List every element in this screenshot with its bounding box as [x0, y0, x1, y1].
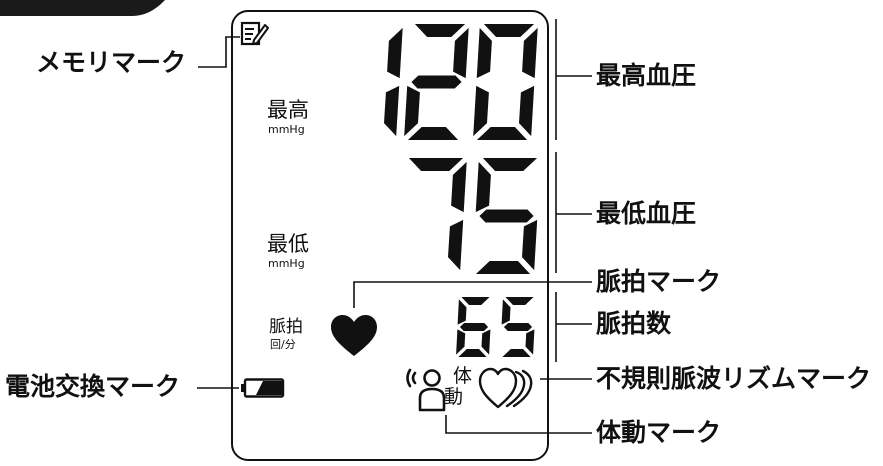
callout-battery-mark: 電池交換マーク	[5, 372, 181, 401]
corner-tab	[0, 0, 165, 16]
systolic-digit-2-segment-d	[407, 127, 459, 140]
systolic-digit-2-segment-e	[404, 85, 420, 137]
callout-body-motion-mark: 体動マーク	[596, 418, 722, 447]
callout-pulse-count: 脈拍数	[596, 309, 672, 338]
pulse-digit-1	[456, 297, 491, 357]
systolic-label: 最高	[267, 98, 309, 122]
pulse-digit-1-segment-f	[457, 299, 467, 325]
diastolic-digit-2-segment-a	[482, 158, 538, 171]
callout-memory-mark: メモリマーク	[36, 48, 187, 77]
systolic-digit-3-segment-c	[519, 85, 535, 137]
systolic-digit-3-segment-e	[473, 85, 489, 137]
pulse-label: 脈拍	[269, 317, 303, 337]
diastolic-digit-2-segment-g	[479, 209, 534, 223]
pulse-digit-1-segment-c	[481, 329, 491, 355]
diastolic-digit-2	[475, 158, 538, 274]
callout-systolic-bp: 最高血圧	[596, 61, 697, 90]
diastolic-digit-2-segment-d	[475, 261, 531, 274]
callout-pulse-mark: 脈拍マーク	[596, 267, 722, 296]
pulse-digit-2-segment-f	[501, 299, 511, 325]
leader-diastolic	[555, 152, 592, 273]
leader-pulse-count	[555, 292, 592, 362]
systolic-digit-3	[473, 24, 538, 140]
systolic-digit-3-segment-d	[476, 127, 528, 140]
systolic-digit-1-segment-c	[384, 85, 400, 137]
diastolic-digit-2-segment-c	[522, 219, 538, 271]
systolic-digit-3-segment-a	[483, 24, 535, 37]
callout-diastolic-bp: 最低血圧	[596, 199, 697, 228]
leader-pulse-mark	[353, 281, 592, 308]
diastolic-unit: mmHg	[268, 257, 305, 270]
person-moving-icon	[406, 368, 446, 412]
systolic-digit-2-segment-b	[453, 27, 469, 79]
pulse-digit-2	[501, 297, 535, 357]
pulse-digit-2-segment-d	[502, 349, 531, 357]
irregular-heart-icon	[478, 367, 533, 409]
systolic-digit-1-segment-b	[387, 27, 403, 79]
pulse-digit-2-segment-c	[525, 329, 535, 355]
systolic-digit-1	[384, 27, 403, 137]
diastolic-digit-1-segment-a	[408, 158, 464, 171]
body-motion-char-1: 体	[453, 365, 473, 387]
pulse-digit-1-segment-e	[456, 329, 466, 355]
diastolic-value	[408, 158, 538, 274]
diastolic-digit-1	[408, 158, 467, 271]
systolic-unit: mmHg	[268, 123, 305, 136]
heart-icon	[331, 315, 377, 356]
systolic-digit-2-segment-g	[411, 75, 462, 89]
pulse-digit-2-segment-g	[503, 323, 533, 331]
pulse-digit-2-segment-a	[505, 297, 534, 305]
memo-icon	[240, 21, 269, 46]
diastolic-label: 最低	[267, 232, 309, 256]
diastolic-digit-1-segment-c	[448, 219, 464, 271]
diastolic-digit-2-segment-f	[475, 161, 491, 213]
diastolic-digit-1-segment-b	[451, 161, 467, 213]
systolic-digit-2	[404, 24, 469, 140]
leader-memory	[198, 36, 240, 68]
systolic-digit-3-segment-b	[522, 27, 538, 79]
leader-systolic	[555, 19, 592, 140]
pulse-digit-1-segment-g	[459, 323, 489, 331]
pulse-value	[456, 297, 535, 357]
systolic-value	[384, 24, 538, 140]
leader-body-motion	[445, 415, 592, 434]
pulse-digit-1-segment-d	[458, 349, 487, 357]
systolic-digit-2-segment-a	[414, 24, 466, 37]
body-motion-char-2: 動	[444, 386, 464, 408]
pulse-digit-1-segment-a	[461, 297, 490, 305]
systolic-digit-3-segment-f	[476, 27, 492, 79]
pulse-unit: 回/分	[270, 338, 296, 351]
battery-low-icon	[241, 378, 285, 398]
callout-irregular-pulse-mark: 不規則脈波リズムマーク	[596, 364, 872, 393]
